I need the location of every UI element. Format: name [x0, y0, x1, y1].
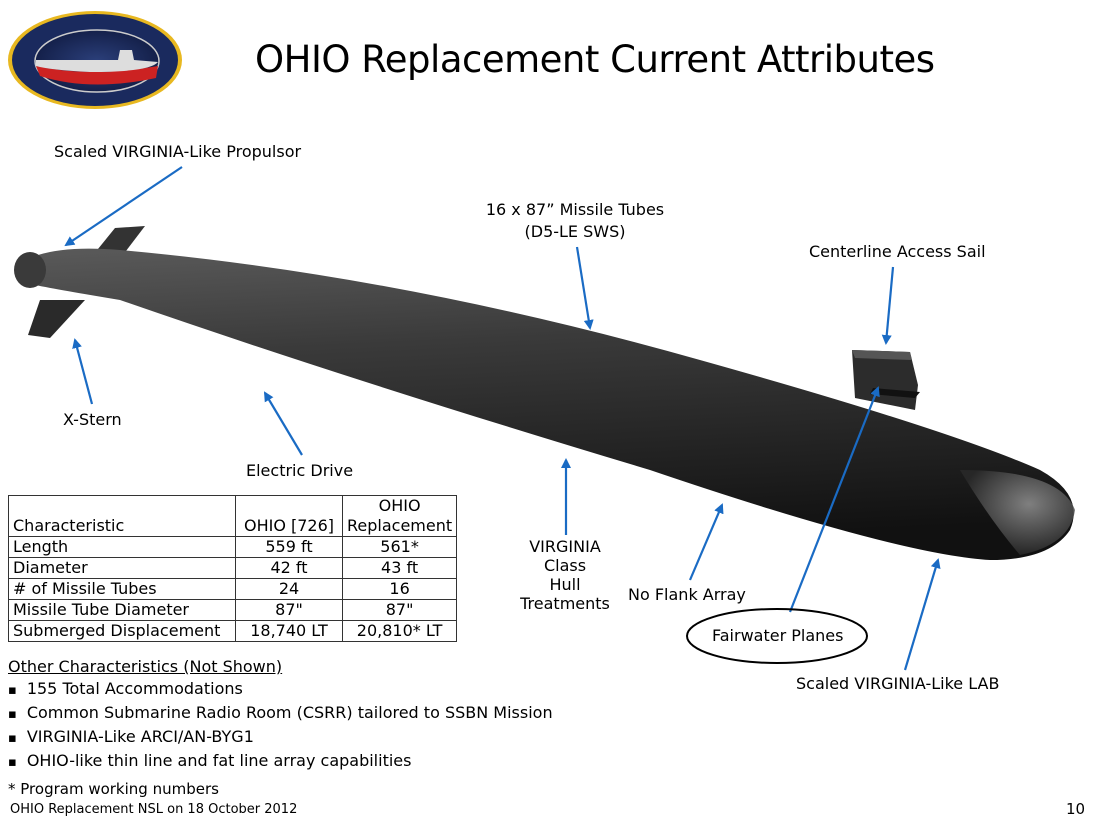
arrow-flank-array [688, 503, 724, 581]
cell: 559 ft [235, 536, 343, 558]
cell: Missile Tube Diameter [8, 599, 236, 621]
cell: 16 [341, 578, 458, 600]
arrow-propulsor [64, 166, 183, 247]
cell: Length [8, 536, 236, 558]
header-characteristic: Characteristic [8, 495, 236, 537]
callout-x-stern: X-Stern [63, 410, 122, 429]
callout-hull-line2: Class [543, 556, 587, 575]
cell: Diameter [8, 557, 236, 579]
list-item: Common Submarine Radio Room (CSRR) tailo… [8, 702, 553, 726]
slide-title: OHIO Replacement Current Attributes [255, 38, 935, 81]
callout-fairwater-planes: Fairwater Planes [712, 626, 844, 645]
arrow-sail [881, 266, 895, 345]
cell: 43 ft [341, 557, 458, 579]
header-ohio-replacement-line2: Replacement [347, 516, 453, 535]
callout-hull-line1: VIRGINIA [529, 537, 601, 556]
submarine-hull [14, 226, 1075, 560]
cell: 561* [341, 536, 458, 558]
callout-electric-drive: Electric Drive [246, 461, 354, 480]
callout-sail: Centerline Access Sail [809, 242, 986, 261]
header-ohio-726: OHIO [726] [235, 495, 343, 537]
arrow-x-stern [72, 338, 94, 405]
list-item: VIRGINIA-Like ARCI/AN-BYG1 [8, 726, 553, 750]
callout-propulsor: Scaled VIRGINIA-Like Propulsor [54, 142, 302, 161]
cell: 87" [341, 599, 458, 621]
cell: 24 [235, 578, 343, 600]
callout-hull-line4: Treatments [520, 594, 610, 613]
fairwater-highlight-ellipse [686, 608, 868, 664]
other-characteristics-heading: Other Characteristics (Not Shown) [8, 657, 283, 676]
arrow-lab [903, 558, 941, 671]
cell: 20,810* LT [341, 620, 458, 642]
list-item: OHIO-like thin line and fat line array c… [8, 750, 553, 774]
callout-missile-tubes: 16 x 87” Missile Tubes (D5-LE SWS) [475, 200, 675, 241]
header-ohio-replacement: OHIO Replacement [341, 495, 458, 537]
other-characteristics: Other Characteristics (Not Shown) 155 To… [8, 656, 553, 774]
cell: Submerged Displacement [8, 620, 236, 642]
arrow-electric-drive [263, 391, 303, 456]
cell: 18,740 LT [235, 620, 343, 642]
callout-lab: Scaled VIRGINIA-Like LAB [796, 674, 1000, 693]
footer-text: OHIO Replacement NSL on 18 October 2012 [10, 802, 298, 817]
callout-hull-treatments: VIRGINIA Class Hull Treatments [505, 537, 625, 613]
callout-flank-array: No Flank Array [628, 585, 746, 604]
cell: # of Missile Tubes [8, 578, 236, 600]
footnote: * Program working numbers [8, 780, 219, 798]
arrow-fairwater-planes [788, 386, 880, 613]
arrow-missile-tubes [575, 246, 594, 330]
program-logo [8, 11, 182, 109]
characteristics-table: Characteristic OHIO [726] OHIO Replaceme… [8, 495, 458, 642]
callout-missile-tubes-line1: 16 x 87” Missile Tubes [485, 200, 665, 219]
callout-missile-tubes-line2: (D5-LE SWS) [524, 222, 626, 241]
page-number: 10 [1066, 800, 1086, 818]
callout-hull-line3: Hull [549, 575, 581, 594]
cell: 42 ft [235, 557, 343, 579]
cell: 87" [235, 599, 343, 621]
table-header-row: Characteristic OHIO [726] OHIO Replaceme… [8, 495, 458, 537]
list-item: 155 Total Accommodations [8, 678, 553, 702]
header-ohio-replacement-line1: OHIO [378, 496, 421, 515]
